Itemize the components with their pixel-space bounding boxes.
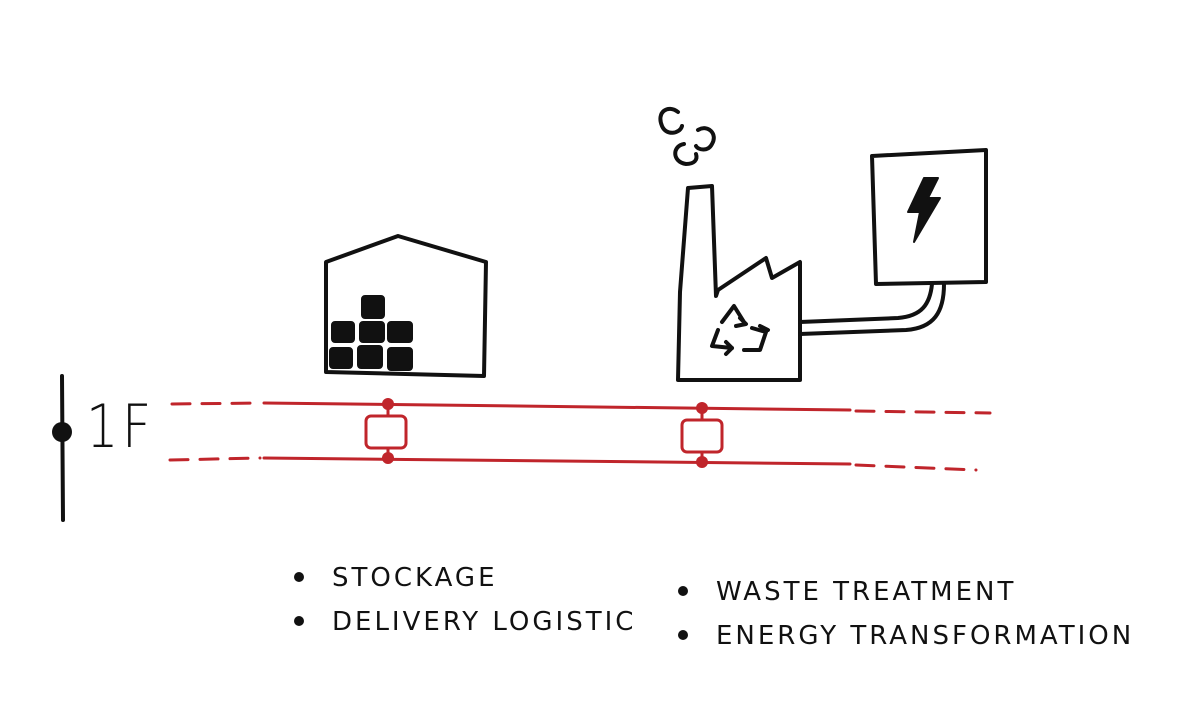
conveyor-bottom-line <box>262 456 852 466</box>
stacked-boxes <box>329 295 413 371</box>
conveyor-top-dash-left <box>170 401 262 406</box>
recycle-icon <box>710 304 770 356</box>
bullet-icon <box>678 586 688 596</box>
floor-marker <box>52 374 72 522</box>
legend-item-label: ENERGY TRANSFORMATION <box>716 621 1135 651</box>
conveyor-top-dash-right <box>854 409 992 415</box>
legend-item-label: DELIVERY LOGISTIC <box>332 607 637 637</box>
conveyor-lift-factory <box>680 402 724 468</box>
battery-icon <box>870 148 988 286</box>
floor-level-dot <box>52 422 72 442</box>
smoke-icon <box>658 106 716 166</box>
legend-item-label: WASTE TREATMENT <box>716 577 1017 607</box>
lightning-icon <box>907 177 941 243</box>
legend-left: STOCKAGE DELIVERY LOGISTIC <box>288 556 636 644</box>
factory-icon <box>676 184 802 382</box>
bullet-icon <box>294 572 304 582</box>
legend-item: DELIVERY LOGISTIC <box>288 600 636 644</box>
conveyor-bottom-dash-left <box>168 456 262 462</box>
floor-label: 1F <box>86 392 155 462</box>
bullet-icon <box>294 616 304 626</box>
legend-item: STOCKAGE <box>288 556 636 600</box>
legend-item: ENERGY TRANSFORMATION <box>672 614 1134 658</box>
bullet-icon <box>678 630 688 640</box>
floor-axis-line <box>60 374 65 522</box>
legend-item-label: STOCKAGE <box>332 563 498 593</box>
conveyor-top-line <box>262 401 852 412</box>
power-cable <box>798 282 946 336</box>
legend-item: WASTE TREATMENT <box>672 570 1134 614</box>
warehouse-icon <box>324 234 488 378</box>
conveyor <box>168 398 992 472</box>
conveyor-bottom-dash-right <box>854 463 978 472</box>
legend-right: WASTE TREATMENT ENERGY TRANSFORMATION <box>672 570 1134 658</box>
conveyor-lift-warehouse <box>364 398 408 464</box>
